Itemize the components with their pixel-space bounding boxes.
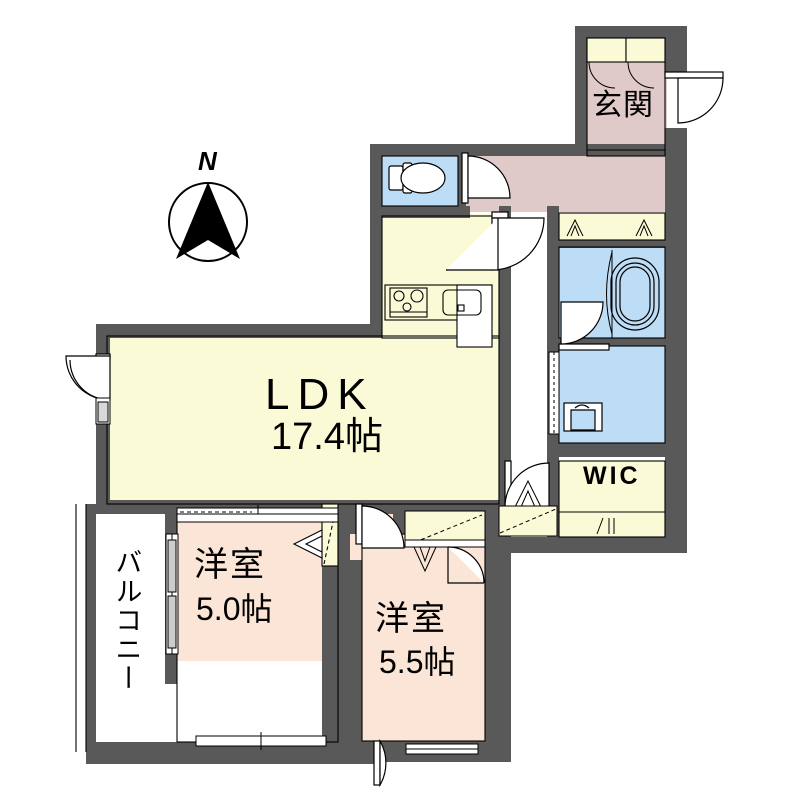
wall-shoecloset-bottom: [547, 240, 677, 248]
toilet-door[interactable]: [461, 152, 511, 204]
outline-toilet: [381, 155, 459, 207]
wic-floor: [559, 461, 665, 537]
wic-hanger-rod: [559, 511, 665, 535]
wall-genkan-right-upper: [665, 26, 687, 78]
wall-genkan-top: [575, 26, 687, 38]
bathtub-fixture: [610, 257, 660, 331]
balcony-floor: [96, 504, 166, 742]
wall-toilet-left: [370, 144, 382, 222]
genkan-closet-swing: [588, 61, 655, 89]
hall-closet-door[interactable]: [498, 505, 558, 537]
wall-ldk-left-lower: [96, 420, 110, 512]
compass-needle: [176, 182, 240, 259]
wall-balcony-left: [86, 504, 96, 762]
ldk-left-window: [95, 397, 111, 425]
wall-balcony-bottom: [86, 752, 176, 764]
bedroom-south-window: [405, 743, 479, 755]
bedroom-south-floor: [350, 531, 485, 741]
entry-door[interactable]: [664, 71, 724, 124]
compass-north-label: N: [198, 146, 217, 176]
ldk-floor: [107, 336, 499, 504]
bedroom-west-window: [195, 732, 327, 750]
wall-genkan-left: [575, 26, 587, 156]
bath-shower-curve: [606, 251, 613, 335]
wall-bs-right: [485, 504, 511, 762]
bedroom-west-closet[interactable]: [176, 505, 339, 523]
wall-right-outer: [665, 152, 687, 542]
wic-label: WIC: [583, 462, 641, 490]
room-fills: [96, 36, 667, 742]
genkan-label: 玄関: [592, 89, 654, 122]
balcony-label: バルコニー: [111, 548, 142, 693]
wall-washroom-bottom: [547, 443, 677, 457]
washroom-door[interactable]: [558, 301, 610, 351]
bedroom-south-closet[interactable]: [404, 510, 486, 548]
bedroom-south-closet-threshold: [413, 546, 437, 573]
balcony-railing: [75, 504, 87, 752]
ldk-label: LDK: [265, 370, 375, 419]
stove-fixture: [389, 287, 428, 318]
shoe-closet-marks: [566, 218, 653, 237]
outline-kitchen: [381, 215, 500, 339]
bedroom-south-inner-door-leaf: [447, 547, 484, 584]
bedroom-west-floor: [165, 504, 322, 661]
outline-shoecloset: [558, 212, 666, 241]
outline-wic: [558, 460, 666, 538]
bedroom-west-label: 洋室: [194, 546, 266, 584]
kitchen-counter: [384, 284, 493, 348]
washbasin-fixture: [563, 402, 603, 432]
genkan-closet-doors[interactable]: [586, 37, 666, 63]
wall-bw-right-upper: [338, 504, 350, 564]
wall-bath-bottom: [547, 338, 667, 346]
bedroom-south-area-label: 5.5帖: [379, 644, 456, 680]
ldk-hall-door[interactable]: [491, 211, 545, 271]
bedroom-west-area-label: 5.0帖: [196, 591, 273, 627]
wall-wic-bottom: [499, 537, 687, 553]
balcony-sliding-door[interactable]: [165, 533, 179, 655]
washroom-floor: [559, 344, 665, 450]
wall-ldk-top: [96, 324, 382, 338]
bedroom-south-exterior-door[interactable]: [373, 738, 387, 788]
ldk-hall-door-leaf: [446, 218, 499, 271]
bedroom-south-label: 洋室: [375, 600, 447, 638]
sink-fixture: [442, 289, 482, 316]
bedroom-south-inner-door-arc: [447, 546, 485, 584]
wall-kitchen-right: [499, 206, 511, 506]
bedroom-south-door[interactable]: [355, 503, 405, 549]
wall-ldk-bottom-left: [96, 500, 176, 514]
toilet-fixture: [388, 162, 446, 194]
ldk-area-label: 17.4帖: [271, 416, 383, 458]
wall-bs-left: [338, 560, 362, 742]
wall-shoecloset-left: [547, 206, 559, 246]
wall-kitchen-left: [370, 206, 382, 334]
wall-toilet-bottom: [370, 206, 470, 218]
hallway-floor-2: [499, 156, 667, 212]
ldk-wic-threshold: [514, 479, 542, 508]
counter-extension: [456, 284, 493, 348]
washroom-sliding-door[interactable]: [548, 351, 560, 435]
compass-rose: [168, 182, 248, 262]
wall-hall-top: [370, 144, 587, 156]
shoe-closet-floor: [559, 213, 665, 243]
